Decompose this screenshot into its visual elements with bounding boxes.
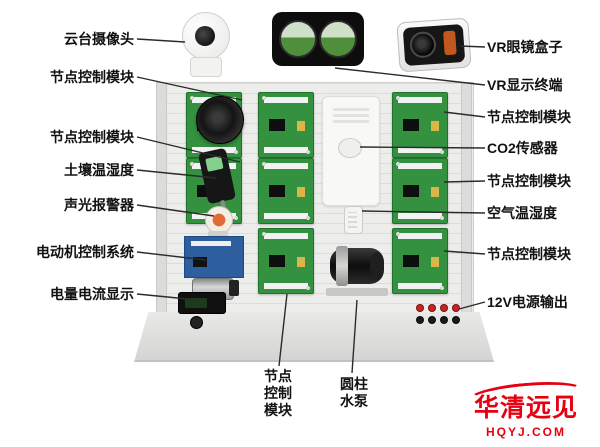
node-control-module-board [392,228,448,294]
node-control-module-board [258,158,314,224]
banana-jack-black [428,316,436,324]
banana-jack-black [416,316,424,324]
label-ptz-camera: 云台摄像头 [64,31,134,47]
power-button [190,316,203,329]
banana-jack-black [452,316,460,324]
banana-jack-red [416,304,424,312]
motor-cap [229,280,239,296]
power-current-display [178,292,226,314]
banana-jack-red [428,304,436,312]
label-power-current-display: 电量电流显示 [50,286,134,302]
cylinder-water-pump [326,244,388,298]
sound-light-alarm [205,206,233,234]
label-vr-glasses-box: VR眼镜盒子 [487,39,563,55]
label-node-control-module-6: 节点 控制 模块 [262,368,294,419]
node-control-module-board [258,92,314,158]
label-soil-temp-humidity: 土壤温湿度 [64,162,134,178]
label-line: 节点 [264,368,292,384]
co2-sensor [338,138,362,158]
node-control-module-board [392,158,448,224]
label-vr-display-terminal: VR显示终端 [487,77,563,93]
banana-jack-red [452,304,460,312]
label-air-temp-humidity: 空气温湿度 [487,205,557,221]
label-line: 控制 [264,385,292,401]
soil-sensor-screen [205,155,224,172]
vr-right-eye-view [319,20,357,58]
vr-box-accent [443,30,457,56]
pump-band [336,246,348,286]
node-control-module-board [392,92,448,158]
camera-base [190,57,222,77]
label-sound-light-alarm: 声光报警器 [64,197,134,213]
node-control-module-board [258,228,314,294]
enclosure-vents [333,107,369,123]
label-node-control-module-4: 节点控制模块 [487,173,571,189]
air-temp-humidity-sensor [344,206,363,234]
banana-jack-red [440,304,448,312]
label-co2-sensor: CO2传感器 [487,140,558,156]
label-node-control-module-1: 节点控制模块 [50,69,134,85]
vr-display-terminal [272,12,364,66]
speaker-horn [196,96,244,144]
camera-lens-icon [195,26,215,46]
label-node-control-module-3: 节点控制模块 [487,109,571,125]
label-line: 圆柱 [340,376,368,392]
alarm-base [208,231,228,239]
pump-bracket [326,288,388,296]
label-motor-control-system: 电动机控制系统 [36,244,134,260]
ptz-camera [182,12,230,78]
label-node-control-module-2: 节点控制模块 [50,129,134,145]
panel-rail-left [156,82,167,314]
label-cylinder-water-pump: 圆柱 水泵 [338,376,370,410]
power-display-screen [185,298,207,308]
label-node-control-module-5: 节点控制模块 [487,246,571,262]
motor-control-board [184,236,244,278]
vr-left-eye-view [279,20,317,58]
panel-rail-right [461,82,472,314]
logo-name: 华清远见 [473,395,578,422]
logo-domain: HQYJ.COM [485,425,566,439]
vr-glasses-box [396,17,472,73]
banana-jack-black [440,316,448,324]
hqyj-logo: 华清远见 HQYJ.COM [464,377,588,439]
12v-power-output-terminals [412,300,466,328]
label-12v-power-output: 12V电源输出 [487,294,568,310]
label-line: 水泵 [340,393,368,409]
pump-cap [370,252,384,280]
label-line: 模块 [264,402,292,418]
